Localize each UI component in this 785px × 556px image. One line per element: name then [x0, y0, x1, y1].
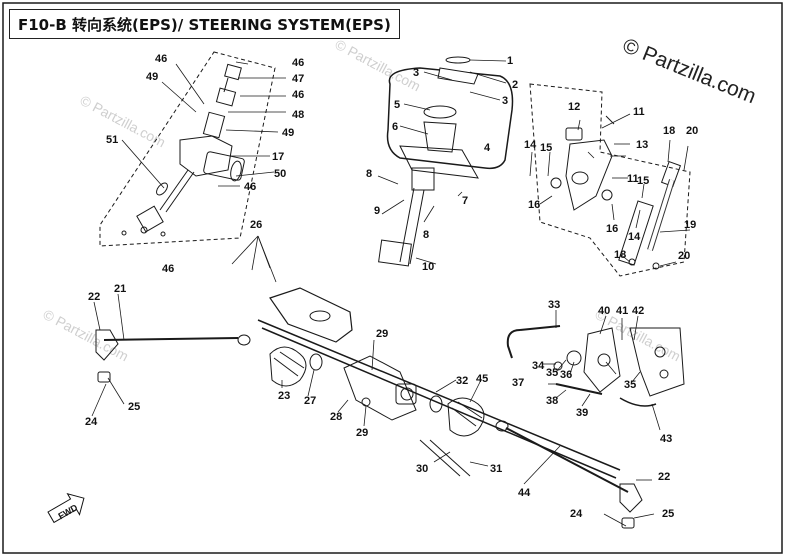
- callout-49b: 49: [282, 127, 294, 139]
- left-tie-rod-boot: [269, 346, 323, 387]
- callout-46: 46: [155, 53, 167, 65]
- callout-20b: 20: [678, 250, 690, 262]
- callout-29b: 29: [356, 427, 368, 439]
- rack-assembly: [95, 287, 643, 529]
- callout-18: 18: [663, 125, 675, 137]
- callout-36: 36: [560, 369, 572, 381]
- callout-39: 39: [576, 407, 588, 419]
- callout-43: 43: [660, 433, 672, 445]
- tilt-group-outline: [529, 83, 691, 277]
- callout-32: 32: [456, 375, 468, 387]
- callout-6: 6: [392, 121, 398, 133]
- callout-1: 1: [507, 55, 513, 67]
- right-tie-rod-boot: [429, 395, 485, 437]
- callout-12: 12: [568, 101, 580, 113]
- callout-11b: 11: [627, 173, 639, 185]
- callout-31: 31: [490, 463, 502, 475]
- callout-33: 33: [548, 299, 560, 311]
- steering-wheel: [386, 67, 514, 170]
- callout-40: 40: [598, 305, 610, 317]
- callout-11: 11: [633, 106, 645, 118]
- callouts: 1 2 3 3 4 5 6 7 8 8 9 10 11 11 12 13 14 …: [85, 53, 698, 520]
- callout-25b: 25: [662, 508, 674, 520]
- callout-46e: 46: [162, 263, 174, 275]
- callout-13: 13: [636, 139, 648, 151]
- callout-50: 50: [274, 168, 286, 180]
- callout-35b: 35: [624, 379, 636, 391]
- callout-10: 10: [422, 261, 434, 273]
- callout-8: 8: [366, 168, 372, 180]
- callout-22: 22: [88, 291, 100, 303]
- callout-14b: 14: [628, 231, 641, 243]
- callout-17: 17: [272, 151, 284, 163]
- callout-24b: 24: [570, 508, 583, 520]
- callout-15: 15: [540, 142, 552, 154]
- callout-16: 16: [528, 199, 540, 211]
- callout-46c: 46: [292, 89, 304, 101]
- callout-27: 27: [304, 395, 316, 407]
- callout-14: 14: [524, 139, 537, 151]
- callout-38: 38: [546, 395, 558, 407]
- linkage-assembly: [506, 325, 685, 407]
- callout-22b: 22: [658, 471, 670, 483]
- steering-wheel-assembly: [378, 56, 514, 267]
- steering-shaft-assembly: [121, 63, 245, 237]
- eps-group-outline: [99, 51, 276, 247]
- fwd-arrow: [47, 493, 85, 524]
- callout-51: 51: [106, 134, 118, 146]
- callout-48: 48: [292, 109, 304, 121]
- callout-2: 2: [512, 79, 518, 91]
- callout-24: 24: [85, 416, 98, 428]
- diagram-title: F10-B 转向系统(EPS)/ STEERING SYSTEM(EPS): [9, 9, 400, 39]
- linkage-plate: [629, 327, 685, 397]
- callout-7: 7: [462, 195, 468, 207]
- callout-15b: 15: [637, 175, 649, 187]
- callout-44: 44: [518, 487, 531, 499]
- callout-29: 29: [376, 328, 388, 340]
- rack-housing: [343, 355, 417, 421]
- callout-30: 30: [416, 463, 428, 475]
- callout-19: 19: [684, 219, 696, 231]
- callout-5: 5: [394, 99, 400, 111]
- right-tie-rod: [505, 427, 629, 493]
- callout-46d: 46: [244, 181, 256, 193]
- callout-3b: 3: [502, 95, 508, 107]
- callout-21: 21: [114, 283, 126, 295]
- callout-37: 37: [512, 377, 524, 389]
- callout-3: 3: [413, 67, 419, 79]
- callout-41: 41: [616, 305, 628, 317]
- callout-18b: 18: [614, 249, 626, 261]
- callout-46b: 46: [292, 57, 304, 69]
- callout-4: 4: [484, 142, 491, 154]
- callout-25: 25: [128, 401, 140, 413]
- tilt-mechanism: [550, 115, 682, 270]
- callout-20: 20: [686, 125, 698, 137]
- rack-bracket: [269, 287, 353, 343]
- callout-28: 28: [330, 411, 342, 423]
- column-bracket: [399, 145, 479, 179]
- callout-9: 9: [374, 205, 380, 217]
- callout-26: 26: [250, 219, 262, 231]
- callout-16b: 16: [606, 223, 618, 235]
- tilt-gas-spring: [618, 200, 654, 266]
- callout-34: 34: [532, 360, 545, 372]
- callout-47: 47: [292, 73, 304, 85]
- intermediate-shaft: [378, 239, 412, 267]
- callout-8b: 8: [423, 229, 429, 241]
- callout-45: 45: [476, 373, 488, 385]
- callout-49: 49: [146, 71, 158, 83]
- eps-motor: [203, 151, 245, 181]
- left-tie-rod: [103, 337, 239, 341]
- callout-42: 42: [632, 305, 644, 317]
- leader-lines: [91, 59, 691, 527]
- callout-35: 35: [546, 367, 558, 379]
- callout-23: 23: [278, 390, 290, 402]
